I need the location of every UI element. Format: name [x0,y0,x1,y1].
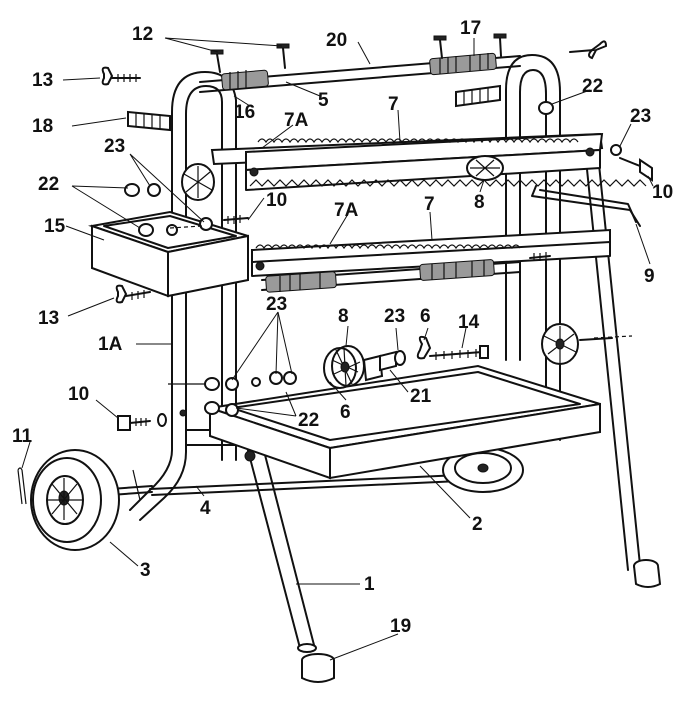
label-7-lower: 7 [424,194,435,215]
label-9: 9 [644,266,655,287]
label-7a-lower: 7A [334,200,359,221]
label-23-right: 23 [630,106,651,127]
axle [67,469,461,501]
wing-nuts [101,40,608,360]
label-17: 17 [460,18,481,39]
label-6-lower: 6 [340,402,351,423]
label-14: 14 [458,312,480,333]
label-8-center: 8 [338,306,349,327]
label-13-top: 13 [32,70,53,91]
lower-rod-assembly [261,259,521,293]
storage-rod [531,185,641,227]
label-10-right: 10 [652,182,673,203]
label-10-middle: 10 [266,190,287,211]
lower-blade-holder [251,228,611,277]
label-22-lower: 22 [298,410,319,431]
top-rod-assembly [199,33,521,93]
part-number-labels: 12 20 17 13 16 5 18 7A 7 22 23 23 10 22 … [12,18,673,637]
label-1: 1 [364,574,375,595]
rear-leg-assembly [129,354,256,521]
label-16: 16 [234,102,255,123]
label-22-right: 22 [582,76,603,97]
label-7-top: 7 [388,94,399,115]
label-4: 4 [200,498,211,519]
label-8-top: 8 [474,192,485,213]
leader-lines [21,37,654,661]
label-1a: 1A [98,334,123,355]
label-18: 18 [32,116,53,137]
label-19: 19 [390,616,411,637]
foot-cap [301,559,662,683]
frame-uprights [171,54,641,571]
label-10-lower: 10 [68,384,89,405]
label-23-left: 23 [104,136,125,157]
label-13-middle: 13 [38,308,59,329]
cotter-pin [17,467,27,505]
label-12: 12 [132,24,153,45]
label-22-left: 22 [38,174,59,195]
right-wheel [442,447,524,493]
label-20: 20 [326,30,347,51]
label-3: 3 [140,560,151,581]
tension-knobs [181,155,579,389]
label-23-center: 23 [266,294,287,315]
bolts-and-washers [117,101,653,431]
left-wheel [30,449,120,551]
label-15: 15 [44,216,66,237]
top-blade-holder [210,132,647,191]
bottom-tray [209,364,601,480]
label-7a-top: 7A [284,110,309,131]
label-11: 11 [12,426,33,447]
label-2: 2 [472,514,483,535]
label-6-top: 6 [420,306,431,327]
alignment-lines [168,225,633,385]
label-23-washer: 23 [384,306,405,327]
label-5: 5 [318,90,329,111]
label-21: 21 [410,386,432,407]
handle-grips [127,84,501,132]
